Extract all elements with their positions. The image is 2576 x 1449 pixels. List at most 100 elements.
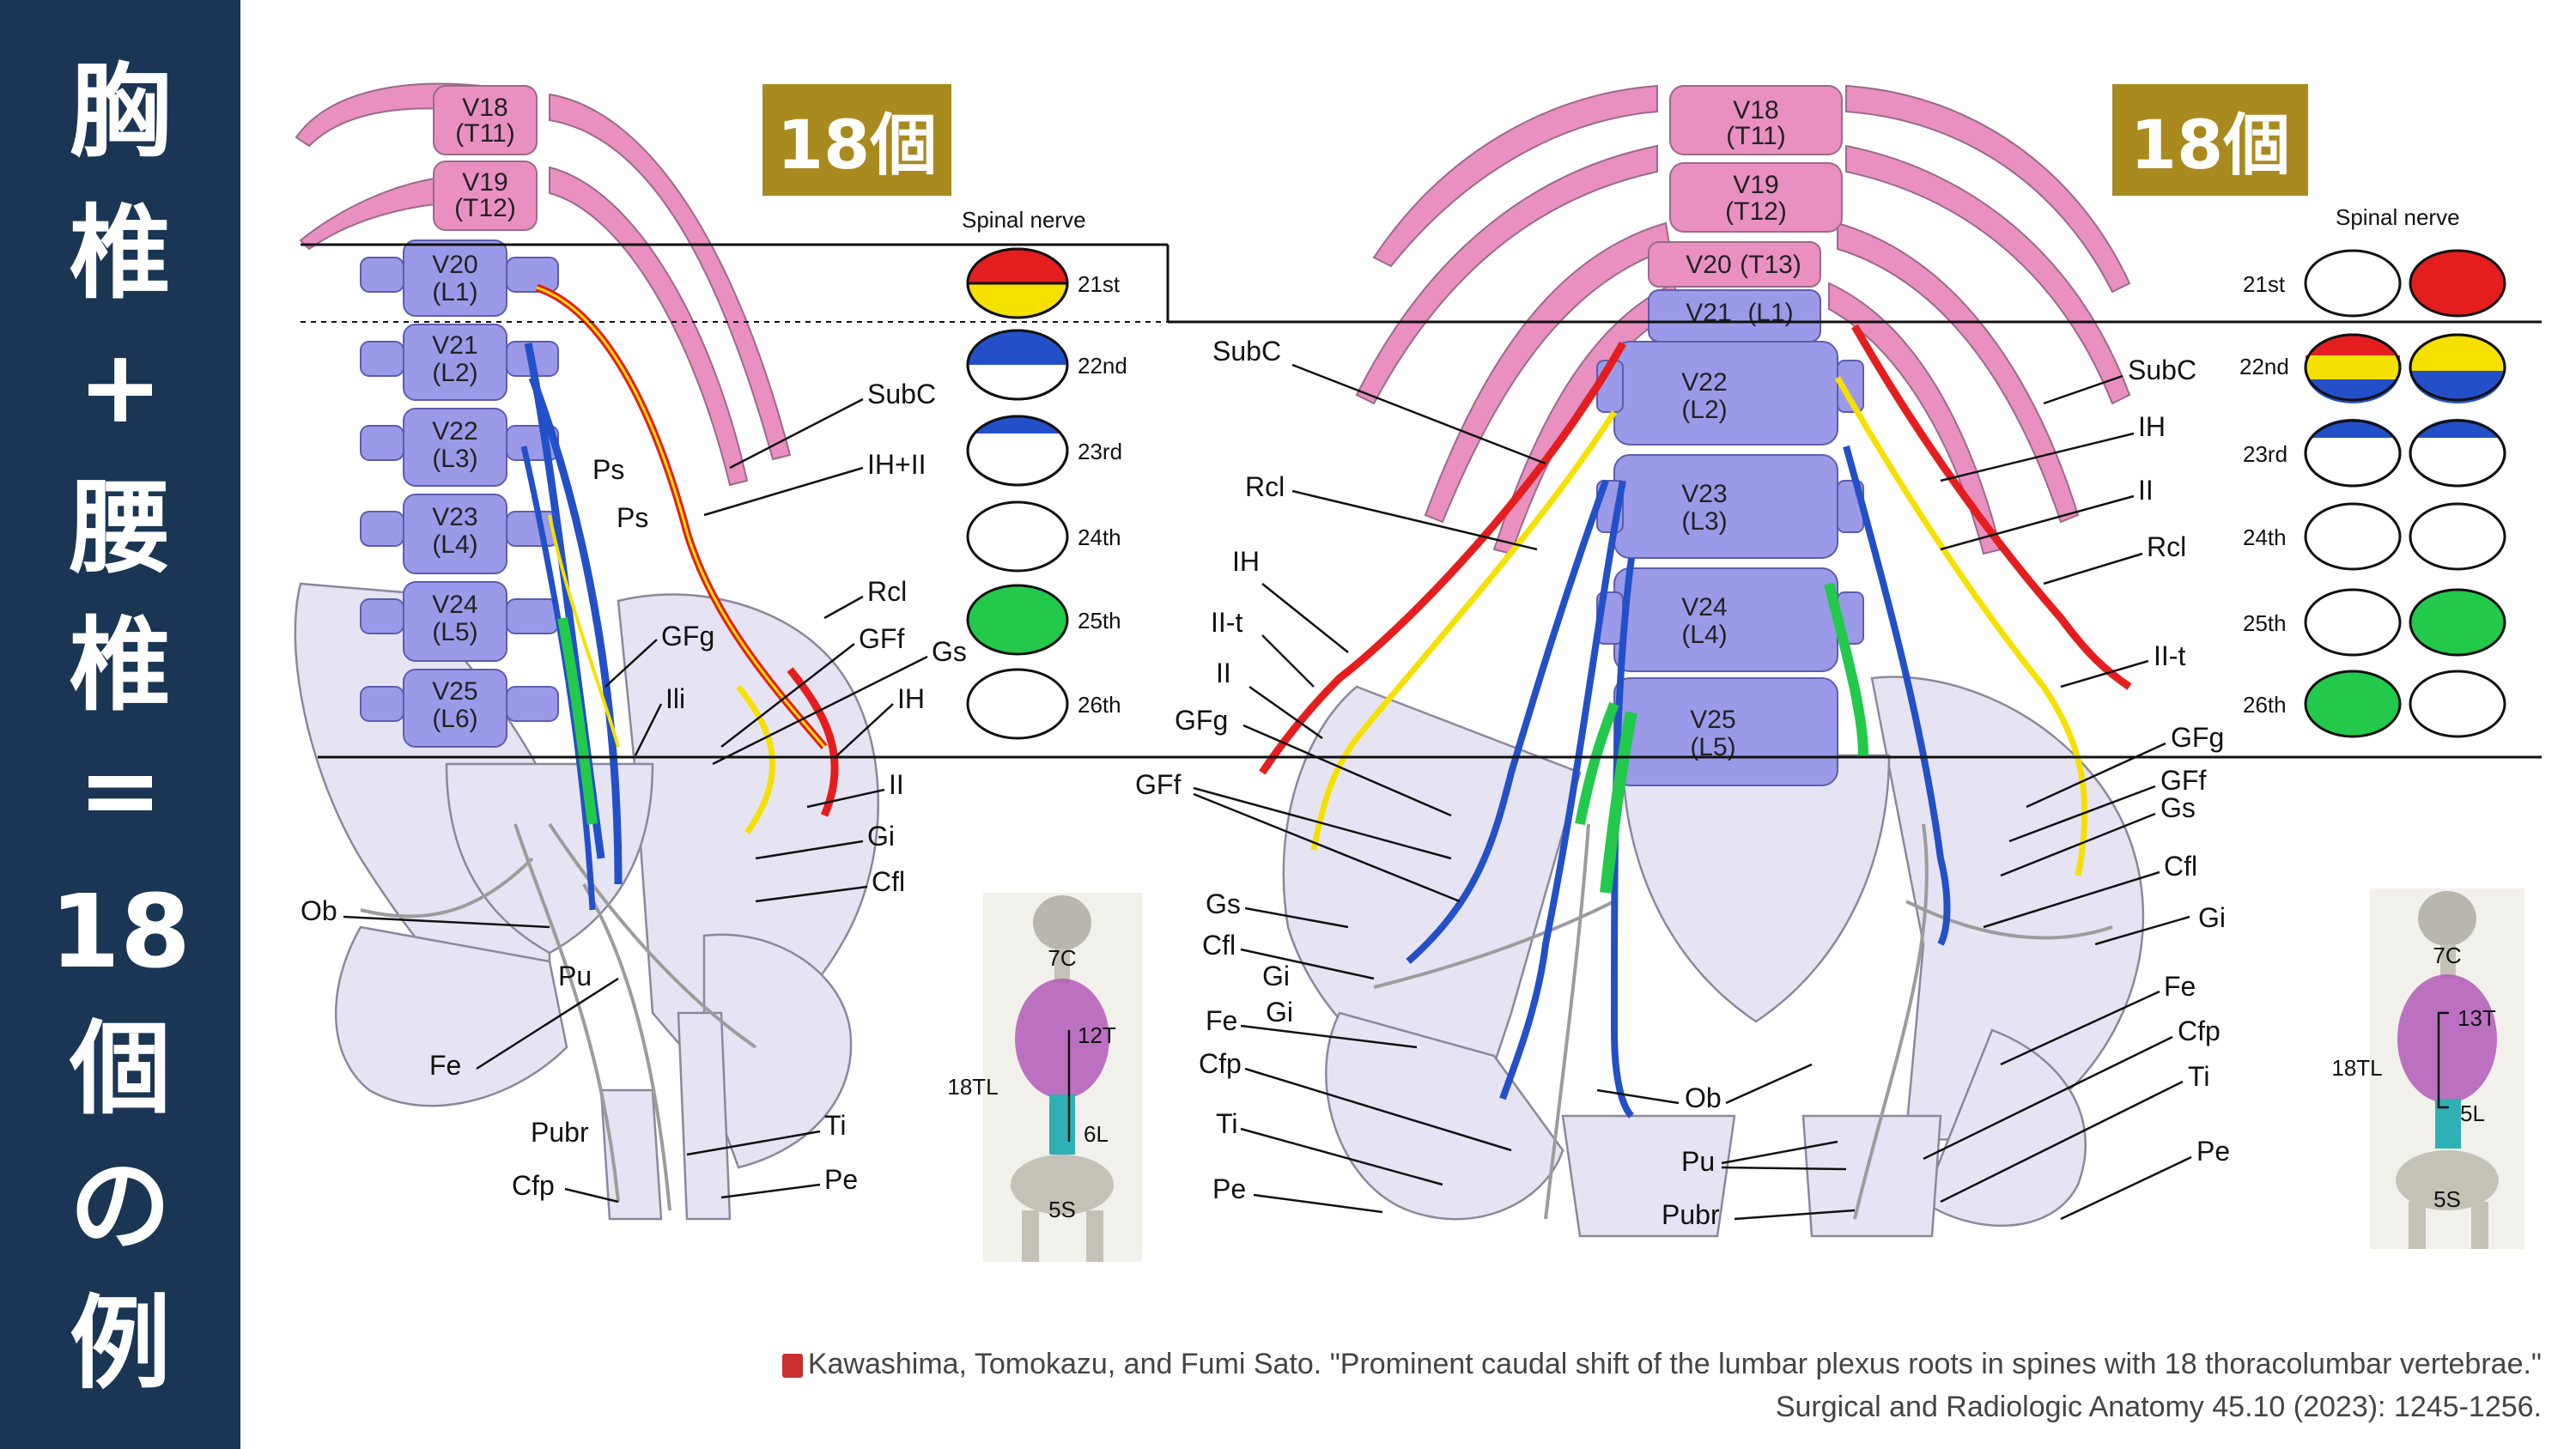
- vertebra-label: V22: [1681, 368, 1727, 397]
- sidebar-title-panel: 胸 椎 + 腰 椎 = 18 個 の 例: [0, 0, 240, 1449]
- title-char: 椎: [69, 194, 171, 312]
- nerve-label: Rcl: [2147, 531, 2186, 562]
- nerve-label: IH: [897, 683, 925, 714]
- nerve-label: Gi: [867, 821, 895, 852]
- nerve-label: Gs: [932, 636, 967, 667]
- vertebra-label: (L6): [432, 705, 477, 733]
- reference-line-2: Surgical and Radiologic Anatomy 45.10 (2…: [1775, 1391, 2542, 1423]
- nerve-label: Cfp: [512, 1170, 555, 1201]
- skeleton-label: 5S: [1048, 1197, 1076, 1222]
- skeleton-label: 5L: [2460, 1100, 2485, 1126]
- vertebra-label: V22: [432, 417, 477, 446]
- nerve-label: SubC: [1212, 336, 1281, 367]
- vertebra-label: V23: [432, 503, 477, 531]
- vertebra-label: V18: [1733, 96, 1778, 124]
- skeleton-label: 12T: [1078, 1022, 1116, 1048]
- spinal-nerve-header: Spinal nerve: [962, 207, 1086, 233]
- nerve-label: Pe: [2196, 1136, 2230, 1167]
- nerve-number: 26th: [1078, 692, 1121, 718]
- title-char: 胸: [69, 52, 171, 171]
- left-nerve-legend: [966, 247, 1069, 740]
- right-figure: V18 (T11) V19 (T12) V20 (T13) V21 (L1) V…: [1135, 84, 2542, 1249]
- nerve-label: Rcl: [1245, 471, 1285, 502]
- nerve-label: Cfl: [872, 866, 905, 897]
- nerve-label: II-t: [2154, 640, 2185, 671]
- right-skeleton-thumbnail: [2370, 888, 2524, 1249]
- vertebra-label: (L4): [1681, 621, 1727, 649]
- vertebra-label: (L1): [432, 278, 477, 306]
- nerve-label: Fe: [429, 1050, 461, 1081]
- title-char: =: [77, 731, 163, 849]
- book-icon: [781, 1354, 803, 1379]
- skeleton-label: 5S: [2433, 1186, 2461, 1212]
- title-char: 個: [69, 1009, 171, 1128]
- vertebra-label: V20: [432, 251, 477, 279]
- nerve-label: GFf: [2160, 765, 2206, 796]
- nerve-number: 23rd: [1078, 439, 1122, 464]
- nerve-label: II: [889, 769, 904, 800]
- nerve-number: 25th: [2243, 610, 2287, 636]
- nerve-label: Ti: [824, 1110, 846, 1141]
- skeleton-label: 6L: [1084, 1121, 1109, 1147]
- nerve-label: Cfp: [2178, 1016, 2221, 1046]
- vertebra-label: (T12): [1725, 197, 1787, 226]
- left-figure: V18 (T11) V19 (T12) V20 (L1) V21 (L2) V2…: [294, 82, 1284, 1262]
- skeleton-label: 13T: [2458, 1005, 2496, 1031]
- nerve-number: 24th: [2243, 524, 2287, 550]
- nerve-label: Gi: [1266, 997, 1293, 1028]
- nerve-label: Ili: [665, 683, 685, 714]
- vertebra-label: V21: [432, 331, 477, 360]
- nerve-label: Rcl: [867, 576, 907, 607]
- nerve-label: Pubr: [1662, 1199, 1720, 1230]
- nerve-label: GFg: [2171, 722, 2224, 753]
- left-vertebrae: [360, 85, 559, 748]
- vertebra-label: V19: [1733, 171, 1778, 199]
- vertebra-label: (L3): [432, 445, 477, 473]
- nerve-label: Ob: [1685, 1082, 1722, 1113]
- title-char: 腰: [69, 469, 171, 587]
- vertebra-label: (L2): [432, 359, 477, 387]
- vertebra-label: (L2): [1681, 396, 1727, 424]
- nerve-label: II: [1216, 658, 1231, 688]
- skeleton-label: 7C: [2433, 943, 2461, 968]
- vertebra-label: (T11): [455, 119, 514, 148]
- nerve-label: IH+II: [867, 449, 926, 480]
- nerve-label: Ob: [301, 895, 337, 926]
- right-nerve-legend: [2304, 249, 2506, 738]
- vertebra-label: V19: [462, 168, 507, 197]
- vertebra-label: (L3): [1681, 507, 1727, 536]
- nerve-label: Pubr: [531, 1117, 589, 1148]
- nerve-label: Ps: [617, 502, 648, 533]
- nerve-number: 25th: [1078, 608, 1121, 634]
- spinal-nerve-header: Spinal nerve: [2336, 204, 2460, 230]
- nerve-number: 23rd: [2243, 441, 2287, 467]
- nerve-label: GFg: [661, 621, 714, 652]
- count-badge-right: 18個: [2112, 84, 2308, 196]
- nerve-label: Gi: [2198, 902, 2226, 933]
- nerve-label: Pe: [1212, 1173, 1246, 1204]
- title-char: 椎: [69, 606, 171, 724]
- vertebra-label: V25: [1690, 706, 1735, 734]
- nerve-label: Gs: [1206, 888, 1241, 919]
- vertebra-label: V25: [432, 677, 477, 706]
- nerve-label: SubC: [867, 379, 936, 409]
- nerve-number: 24th: [1078, 524, 1121, 550]
- nerve-label: Cfl: [1202, 930, 1236, 961]
- right-nerves: [1259, 324, 2132, 1220]
- nerve-label: Ti: [2188, 1061, 2209, 1092]
- vertebra-label: V24: [432, 591, 477, 619]
- nerve-number: 22nd: [2239, 354, 2289, 379]
- nerve-label: Pu: [558, 961, 592, 991]
- title-char: 例: [69, 1284, 171, 1403]
- nerve-number: 21st: [2243, 271, 2286, 297]
- skeleton-label: 7C: [1048, 945, 1076, 971]
- vertebra-label: V18: [462, 94, 507, 122]
- reference-text-1: Kawashima, Tomokazu, and Fumi Sato. "Pro…: [807, 1348, 2542, 1380]
- vertebra-label: (L4): [432, 530, 477, 559]
- nerve-label: Pe: [824, 1164, 858, 1195]
- nerve-label: II: [2138, 475, 2154, 506]
- title-char: 18: [49, 872, 191, 991]
- nerve-label: GFf: [1135, 769, 1181, 800]
